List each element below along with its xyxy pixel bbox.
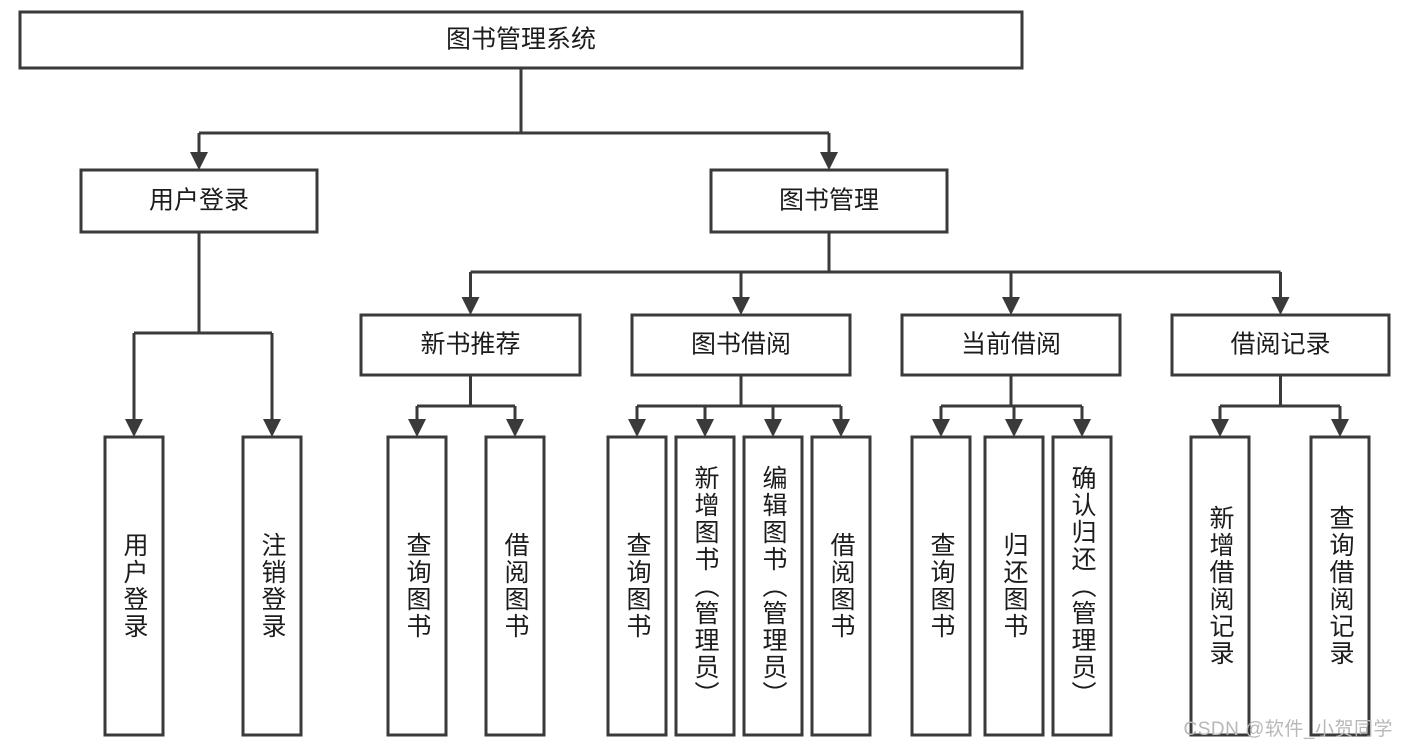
node-box-leaf-borrow-book-rec[interactable] [484,435,546,737]
node-box-book-borrow[interactable] [630,313,852,377]
node-label-book-manage: 图书管理 [779,187,879,215]
node-label-new-book-rec: 新书推荐 [420,331,520,359]
node-box-leaf-query-record[interactable] [1309,435,1371,737]
node-box-user-login[interactable] [79,168,319,234]
node-box-leaf-user-login[interactable] [103,435,165,737]
node-label-current-borrow: 当前借阅 [961,331,1061,359]
node-label-book-borrow: 图书借阅 [691,331,791,359]
node-label-user-login: 用户登录 [149,187,249,215]
node-box-leaf-edit-book[interactable] [742,435,804,737]
node-box-leaf-logout[interactable] [241,435,303,737]
node-box-book-manage[interactable] [709,168,949,234]
node-box-leaf-query-book-cb[interactable] [910,435,972,737]
node-box-leaf-confirm-return[interactable] [1051,435,1113,737]
node-box-root[interactable] [18,10,1024,70]
node-box-leaf-add-record[interactable] [1189,435,1251,737]
node-box-leaf-query-book-bb[interactable] [606,435,668,737]
node-box-new-book-rec[interactable] [359,313,582,377]
node-box-leaf-borrow-book-bb[interactable] [810,435,872,737]
node-label-root: 图书管理系统 [446,26,596,54]
csdn-watermark: CSDN @软件_小贺同学 [1183,719,1393,740]
node-box-leaf-add-book[interactable] [674,435,736,737]
node-box-borrow-record[interactable] [1170,313,1391,377]
node-box-leaf-query-book-rec[interactable] [386,435,448,737]
node-label-borrow-record: 借阅记录 [1230,331,1330,359]
node-box-leaf-return-book[interactable] [983,435,1045,737]
node-box-current-borrow[interactable] [900,313,1122,377]
